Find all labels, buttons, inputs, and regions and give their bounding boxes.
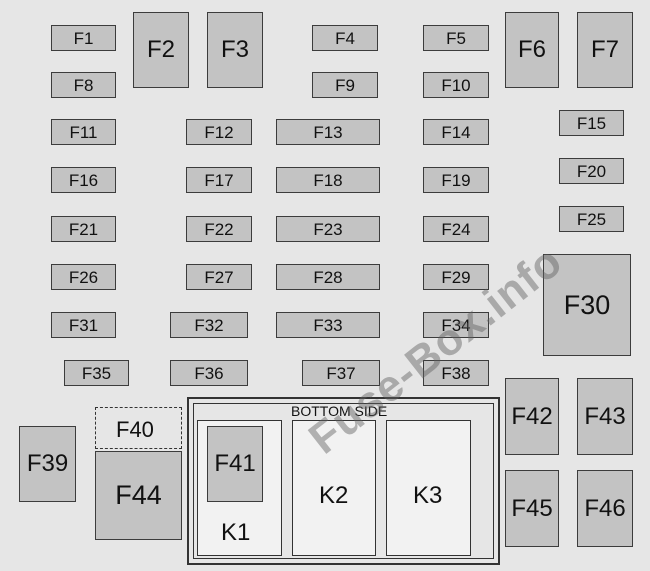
fuse-f25: F25	[559, 206, 624, 232]
fuse-f40-label: F40	[116, 417, 154, 442]
fuse-f23: F23	[276, 216, 380, 242]
fuse-f42: F42	[505, 378, 559, 455]
fuse-f15: F15	[559, 110, 624, 136]
relay-k2-label: K2	[319, 482, 349, 509]
fuse-f29: F29	[423, 264, 489, 290]
fuse-f45: F45	[505, 470, 559, 547]
relay-k1-label: K1	[221, 519, 251, 546]
fuse-f21: F21	[51, 216, 116, 242]
fuse-f37: F37	[302, 360, 380, 386]
fuse-f40-slot: F40	[95, 407, 182, 449]
fuse-f46: F46	[577, 470, 633, 547]
fuse-f9: F9	[312, 72, 378, 98]
fuse-f32: F32	[170, 312, 248, 338]
fuse-f31: F31	[51, 312, 116, 338]
fuse-f43: F43	[577, 378, 633, 455]
fuse-f41: F41	[207, 426, 263, 502]
fuse-f20: F20	[559, 158, 624, 184]
fuse-f28: F28	[276, 264, 380, 290]
fuse-f35: F35	[64, 360, 129, 386]
fuse-f12: F12	[186, 119, 252, 145]
bottom-side-frame	[187, 397, 500, 565]
fuse-f8: F8	[51, 72, 116, 98]
fuse-f11: F11	[51, 119, 116, 145]
fuse-f39: F39	[19, 426, 76, 502]
fuse-f1: F1	[51, 25, 116, 51]
bottom-side-label: BOTTOM SIDE	[288, 404, 391, 418]
fuse-f7: F7	[577, 12, 633, 88]
fuse-f33: F33	[276, 312, 380, 338]
fuse-f34: F34	[423, 312, 489, 338]
fuse-f2: F2	[133, 12, 189, 88]
fuse-f4: F4	[312, 25, 378, 51]
fuse-f13: F13	[276, 119, 380, 145]
fuse-f24: F24	[423, 216, 489, 242]
fuse-f19: F19	[423, 167, 489, 193]
fuse-f6: F6	[505, 12, 559, 88]
fuse-f26: F26	[51, 264, 116, 290]
bottom-side-inner-frame	[193, 403, 494, 559]
relay-k3-label: K3	[413, 482, 443, 509]
fuse-f30: F30	[543, 254, 631, 356]
relay-k3: K3	[386, 420, 471, 556]
fuse-f16: F16	[51, 167, 116, 193]
fuse-f5: F5	[423, 25, 489, 51]
fuse-f3: F3	[207, 12, 263, 88]
fuse-f18: F18	[276, 167, 380, 193]
fuse-f36: F36	[170, 360, 248, 386]
relay-k2: K2	[292, 420, 376, 556]
fuse-f38: F38	[423, 360, 489, 386]
fuse-f44: F44	[95, 451, 182, 540]
fuse-f17: F17	[186, 167, 252, 193]
fuse-f22: F22	[186, 216, 252, 242]
fuse-f27: F27	[186, 264, 252, 290]
fuse-f10: F10	[423, 72, 489, 98]
fuse-f14: F14	[423, 119, 489, 145]
